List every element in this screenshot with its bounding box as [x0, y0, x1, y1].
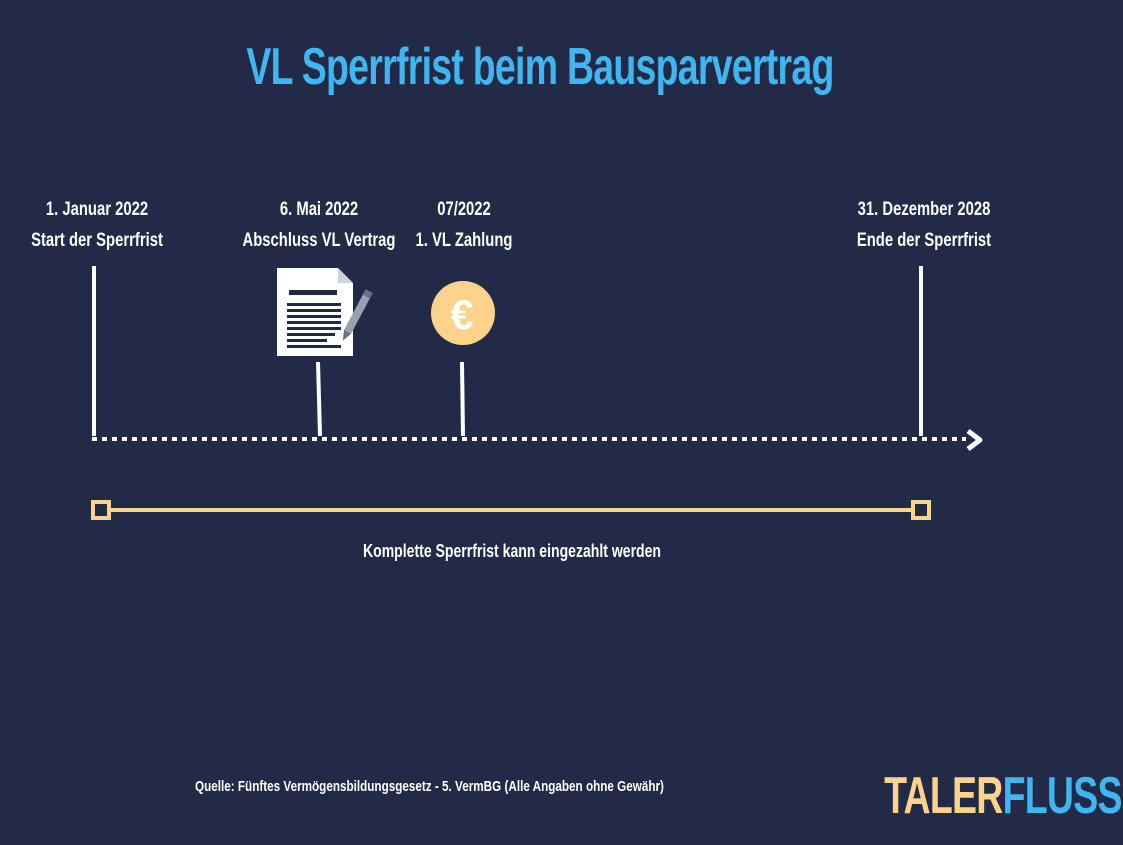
milestone-first-payment-date: 07/2022 [437, 199, 491, 220]
timeline-arrow-head [966, 429, 983, 451]
milestone-contract-label: Abschluss VL Vertrag [242, 230, 396, 251]
payment-marker-line [460, 361, 465, 437]
euro-coin-icon: € [431, 281, 495, 345]
brand-logo: TALERFLUSS [884, 760, 1122, 832]
page-title: VL Sperrfrist beim Bausparvertrag [246, 38, 834, 96]
contract-marker-line [316, 361, 322, 437]
lock-period-caption: Komplette Sperrfrist kann eingezahlt wer… [362, 541, 662, 561]
contract-document-icon [277, 268, 373, 356]
euro-symbol: € [450, 291, 473, 338]
milestone-start-label: Start der Sperrfrist [31, 230, 163, 251]
milestone-contract-date: 6. Mai 2022 [279, 199, 359, 220]
milestone-first-payment-label: 1. VL Zahlung [415, 230, 513, 251]
milestone-contract: 6. Mai 2022 Abschluss VL Vertrag [225, 194, 412, 256]
source-note: Quelle: Fünftes Vermögensbildungsgesetz … [195, 778, 664, 795]
milestone-first-payment: 07/2022 1. VL Zahlung [370, 194, 557, 256]
milestone-end-label: Ende der Sperrfrist [856, 230, 992, 251]
brand-logo-part1: TALER [884, 767, 1003, 825]
brand-logo-part2: FLUSS [1002, 767, 1123, 825]
lock-period-end-cap [911, 500, 931, 520]
milestone-start-date: 1. Januar 2022 [45, 199, 149, 220]
milestone-end-date: 31. Dezember 2028 [857, 199, 991, 220]
lock-period-start-cap [91, 500, 111, 520]
milestone-end: 31. Dezember 2028 Ende der Sperrfrist [830, 194, 1017, 256]
milestone-start: 1. Januar 2022 Start der Sperrfrist [3, 194, 190, 256]
